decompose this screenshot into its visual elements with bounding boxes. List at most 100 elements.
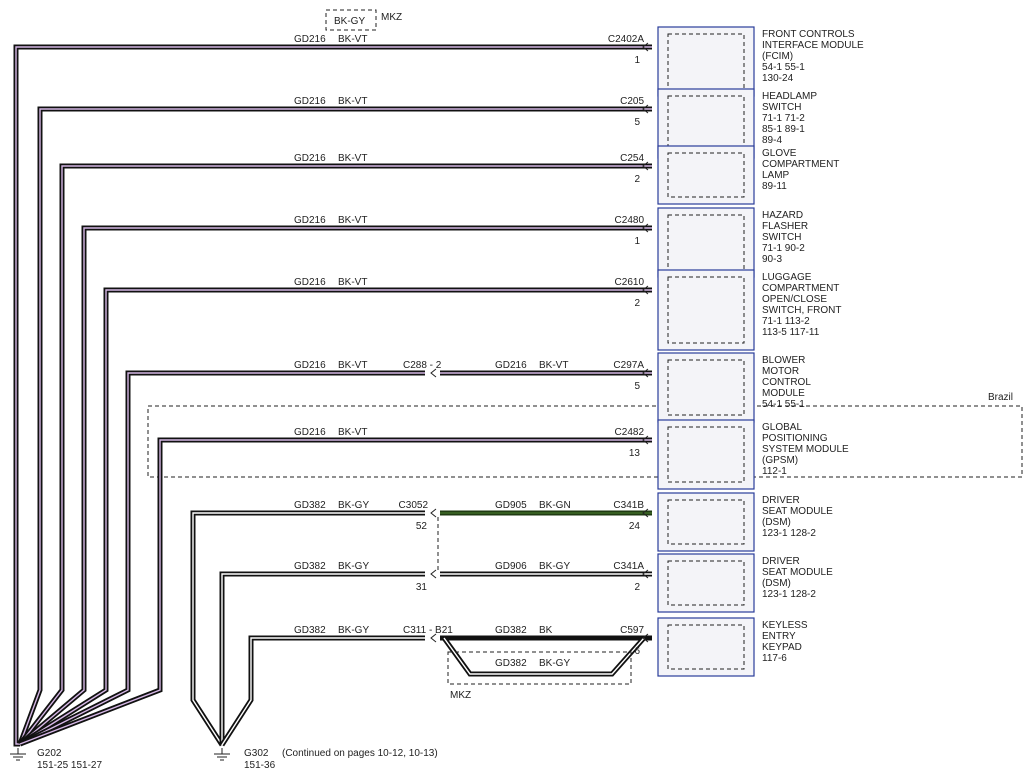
module-line-2-2: LAMP: [762, 170, 790, 181]
inline-connector-5: C288 - 2: [403, 360, 442, 371]
inline-pin-8: 31: [416, 582, 428, 593]
module-line-8-2: (DSM): [762, 578, 791, 589]
left-color-9: BK-GY: [338, 625, 369, 636]
wire-row-6-stripe: [19, 439, 652, 745]
module-line-6-1: POSITIONING: [762, 433, 828, 444]
connector-pin-8: 2: [634, 582, 640, 593]
circuit-3: GD216: [294, 215, 326, 226]
g302-name: G302: [244, 748, 269, 759]
module-box-5: [657, 352, 755, 423]
module-line-0-1: INTERFACE MODULE: [762, 40, 864, 51]
module-inner-8: [667, 560, 745, 606]
module-line-3-3: 71-1 90-2: [762, 243, 805, 254]
connector-arrow-7: [642, 508, 649, 518]
inline-arrow-8: [430, 569, 437, 579]
module-line-1-4: 89-4: [762, 135, 782, 146]
g302-note: (Continued on pages 10-12, 10-13): [282, 748, 438, 759]
module-line-8-1: SEAT MODULE: [762, 567, 833, 578]
module-line-6-2: SYSTEM MODULE: [762, 444, 849, 455]
inline-connector-9: C311 - B21: [403, 625, 453, 636]
ground-g302: G302 (Continued on pages 10-12, 10-13) 1…: [214, 748, 438, 771]
inline-arrow-7: [430, 508, 437, 518]
module-line-0-2: (FCIM): [762, 51, 793, 62]
wire-row-4-stripe: [19, 289, 652, 745]
connector-name-5: C297A: [613, 360, 644, 371]
wire-row-2-stripe: [19, 165, 652, 745]
inline-arrow-9: [430, 633, 437, 643]
wire-row-3-stripe: [19, 227, 652, 745]
connector-name-7: C341B: [613, 500, 644, 511]
connector-pin-6: 13: [629, 448, 641, 459]
circuit-1: GD216: [294, 96, 326, 107]
connector-arrow-2: [642, 161, 649, 171]
circuit-8: GD906: [495, 561, 527, 572]
mkz-alt-region: [447, 651, 632, 685]
connector-name-9: C597: [620, 625, 644, 636]
module-line-9-2: KEYPAD: [762, 642, 802, 653]
connector-arrow-5: [642, 368, 649, 378]
module-line-2-0: GLOVE: [762, 148, 797, 159]
connector-arrow-8: [642, 569, 649, 579]
module-line-9-3: 117-6: [762, 653, 787, 664]
circuit-4: GD216: [294, 277, 326, 288]
module-line-6-0: GLOBAL: [762, 422, 802, 433]
wire-row-9-alt-stripe: [443, 637, 645, 675]
wire-row-1-stripe: [19, 108, 652, 745]
module-box-0: [657, 26, 755, 97]
color-5: BK-VT: [539, 360, 568, 371]
connector-arrow-9: [642, 633, 649, 643]
wire-row-1: [17, 106, 652, 745]
wire-row-9: [219, 635, 425, 747]
circuit-0: GD216: [294, 34, 326, 45]
module-line-1-2: 71-1 71-2: [762, 113, 805, 124]
connector-name-4: C2610: [615, 277, 645, 288]
module-box-3: [657, 207, 755, 278]
connector-name-6: C2482: [615, 427, 645, 438]
left-circuit-8: GD382: [294, 561, 326, 572]
module-box-8: [657, 553, 755, 613]
color-2: BK-VT: [338, 153, 367, 164]
module-line-3-4: 90-3: [762, 254, 782, 265]
module-line-2-1: COMPARTMENT: [762, 159, 839, 170]
module-line-4-5: 113-5 117-11: [762, 327, 820, 338]
mkz-option-box: [325, 9, 377, 31]
module-line-8-0: DRIVER: [762, 556, 800, 567]
module-line-5-1: MOTOR: [762, 366, 799, 377]
alt-circuit-9: GD382: [495, 658, 527, 669]
wire-row-5-stripe: [19, 372, 425, 745]
connector-pin-0: 1: [634, 55, 640, 66]
module-line-5-3: MODULE: [762, 388, 805, 399]
module-line-6-3: (GPSM): [762, 455, 798, 466]
module-inner-7: [667, 499, 745, 545]
connector-name-0: C2402A: [608, 34, 644, 45]
g202-pages: 151-25 151-27: [37, 760, 102, 771]
module-line-9-0: KEYLESS: [762, 620, 808, 631]
module-box-6: [657, 419, 755, 490]
connector-name-8: C341A: [613, 561, 644, 572]
left-circuit-7: GD382: [294, 500, 326, 511]
module-inner-2: [667, 152, 745, 198]
mkz-box-label: BK-GY: [334, 16, 365, 27]
connector-name-2: C254: [620, 153, 644, 164]
left-color-5: BK-VT: [338, 360, 367, 371]
color-1: BK-VT: [338, 96, 367, 107]
module-line-6-4: 112-1: [762, 466, 787, 477]
alt-color-9: BK-GY: [539, 658, 570, 669]
connector-name-1: C205: [620, 96, 644, 107]
circuit-5: GD216: [495, 360, 527, 371]
mkz-option-label: MKZ: [381, 12, 402, 23]
module-line-3-2: SWITCH: [762, 232, 801, 243]
module-line-5-0: BLOWER: [762, 355, 805, 366]
module-line-7-1: SEAT MODULE: [762, 506, 833, 517]
circuit-9: GD382: [495, 625, 527, 636]
alt-option-9: MKZ: [450, 690, 471, 701]
module-inner-9: [667, 624, 745, 670]
color-7: BK-GN: [539, 500, 571, 511]
color-8: BK-GY: [539, 561, 570, 572]
wires: [13, 44, 652, 747]
module-line-3-0: HAZARD: [762, 210, 803, 221]
connector-arrow-6: [642, 435, 649, 445]
module-line-4-1: COMPARTMENT: [762, 283, 839, 294]
